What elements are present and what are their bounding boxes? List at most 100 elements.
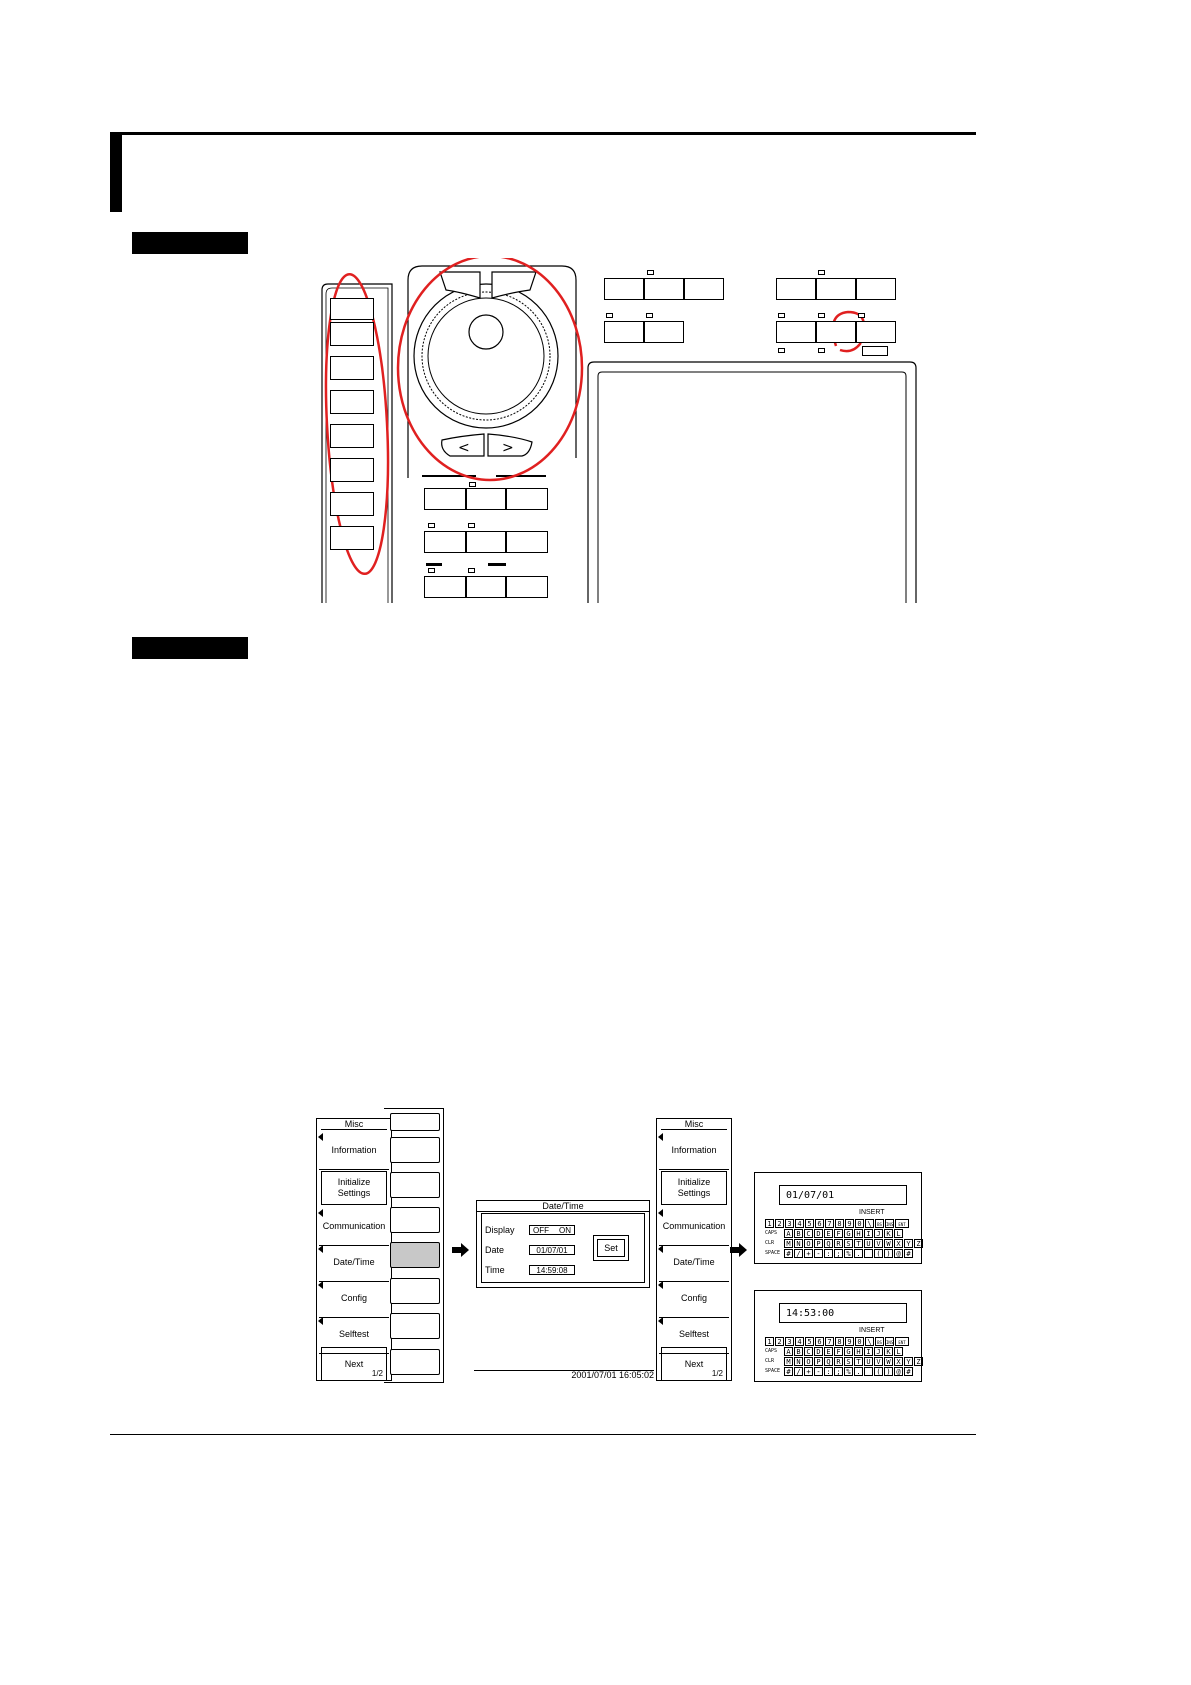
key[interactable]: # <box>784 1367 793 1376</box>
key-ent[interactable]: ENT <box>895 1219 909 1228</box>
key[interactable]: O <box>804 1357 813 1366</box>
key[interactable]: A <box>784 1347 793 1356</box>
key-bs[interactable]: BS <box>875 1337 884 1346</box>
key[interactable]: H <box>854 1229 863 1238</box>
key[interactable]: I <box>864 1347 873 1356</box>
menu-item-initialize-settings[interactable]: Initialize Settings <box>321 1171 387 1205</box>
key[interactable]: 6 <box>815 1219 824 1228</box>
keyboard-entry-field[interactable]: 14:53:00 <box>779 1303 907 1323</box>
menu-item-selftest[interactable]: Selftest <box>658 1315 729 1354</box>
small-key[interactable] <box>862 346 888 356</box>
panel-key-d1[interactable] <box>604 278 644 300</box>
key[interactable]: / <box>794 1249 803 1258</box>
date-field[interactable]: 01/07/01 <box>529 1245 575 1255</box>
function-key-2[interactable] <box>390 1172 440 1198</box>
key[interactable]: N <box>794 1239 803 1248</box>
key[interactable]: % <box>844 1249 853 1258</box>
caps-key[interactable]: CAPS <box>765 1230 778 1236</box>
function-key-5[interactable] <box>390 1278 440 1304</box>
soft-key-0[interactable] <box>330 298 374 320</box>
panel-key-a2[interactable] <box>466 488 506 510</box>
key[interactable]: Z <box>914 1357 923 1366</box>
key[interactable]: 5 <box>805 1337 814 1346</box>
key[interactable]: 8 <box>835 1337 844 1346</box>
function-key-4-pressed[interactable] <box>390 1242 440 1268</box>
clr-key[interactable]: CLR <box>765 1240 775 1246</box>
function-key-7[interactable] <box>390 1349 440 1375</box>
key[interactable]: # <box>784 1249 793 1258</box>
key[interactable]: _ <box>864 1367 873 1376</box>
key[interactable]: 4 <box>795 1219 804 1228</box>
key[interactable]: D <box>814 1229 823 1238</box>
key[interactable]: V <box>874 1239 883 1248</box>
key[interactable]: L <box>894 1347 903 1356</box>
key[interactable]: + <box>804 1367 813 1376</box>
key[interactable]: Y <box>904 1239 913 1248</box>
key[interactable]: 3 <box>785 1337 794 1346</box>
key[interactable]: # <box>904 1367 913 1376</box>
caps-key[interactable]: CAPS <box>765 1348 778 1354</box>
soft-key-5[interactable] <box>330 458 374 482</box>
key[interactable]: 9 <box>845 1219 854 1228</box>
key[interactable]: H <box>854 1347 863 1356</box>
key[interactable]: S <box>844 1357 853 1366</box>
panel-key-a3[interactable] <box>506 488 548 510</box>
key[interactable]: W <box>884 1357 893 1366</box>
key[interactable]: 5 <box>805 1219 814 1228</box>
panel-key-c3[interactable] <box>506 576 548 598</box>
key[interactable]: . <box>854 1367 863 1376</box>
soft-key-4[interactable] <box>330 424 374 448</box>
key[interactable]: T <box>854 1239 863 1248</box>
panel-key-b2[interactable] <box>466 531 506 553</box>
key[interactable]: 0 <box>855 1219 864 1228</box>
key[interactable]: 2 <box>775 1219 784 1228</box>
key[interactable]: U <box>864 1357 873 1366</box>
panel-key-f2[interactable] <box>816 278 856 300</box>
key[interactable]: 9 <box>845 1337 854 1346</box>
key[interactable]: @ <box>894 1249 903 1258</box>
space-key[interactable]: SPACE <box>765 1250 781 1256</box>
panel-key-f1[interactable] <box>776 278 816 300</box>
key[interactable]: R <box>834 1357 843 1366</box>
function-key-3[interactable] <box>390 1207 440 1233</box>
key[interactable]: ; <box>834 1249 843 1258</box>
key[interactable]: 1 <box>765 1337 774 1346</box>
key[interactable]: E <box>824 1347 833 1356</box>
key[interactable]: 0 <box>855 1337 864 1346</box>
key[interactable]: : <box>824 1367 833 1376</box>
function-key-6[interactable] <box>390 1313 440 1339</box>
panel-key-c1[interactable] <box>424 576 466 598</box>
function-key-1[interactable] <box>390 1137 440 1163</box>
key[interactable]: C <box>804 1347 813 1356</box>
key[interactable]: N <box>794 1357 803 1366</box>
key[interactable]: W <box>884 1239 893 1248</box>
key[interactable]: 6 <box>815 1337 824 1346</box>
key[interactable]: Q <box>824 1239 833 1248</box>
menu-item-date-time[interactable]: Date/Time <box>318 1243 389 1282</box>
key[interactable]: \ <box>865 1219 874 1228</box>
key-ins[interactable]: INS <box>885 1337 894 1346</box>
key[interactable]: ) <box>884 1367 893 1376</box>
soft-key-1[interactable] <box>330 322 374 346</box>
panel-key-c2[interactable] <box>466 576 506 598</box>
key[interactable]: J <box>874 1347 883 1356</box>
panel-key-d3[interactable] <box>684 278 724 300</box>
key[interactable]: S <box>844 1239 853 1248</box>
key[interactable]: G <box>844 1347 853 1356</box>
menu-item-config[interactable]: Config <box>318 1279 389 1318</box>
key[interactable]: T <box>854 1357 863 1366</box>
key[interactable]: U <box>864 1239 873 1248</box>
key[interactable]: B <box>794 1229 803 1238</box>
menu-item-date-time[interactable]: Date/Time <box>658 1243 729 1282</box>
panel-key-a1[interactable] <box>424 488 466 510</box>
key[interactable]: ) <box>884 1249 893 1258</box>
key[interactable]: K <box>884 1229 893 1238</box>
time-field[interactable]: 14:59:08 <box>529 1265 575 1275</box>
display-off-option[interactable]: OFF <box>533 1226 549 1235</box>
key[interactable]: 1 <box>765 1219 774 1228</box>
key[interactable]: @ <box>894 1367 903 1376</box>
key[interactable]: ; <box>834 1367 843 1376</box>
key[interactable]: Q <box>824 1357 833 1366</box>
key[interactable]: : <box>824 1249 833 1258</box>
key[interactable]: P <box>814 1239 823 1248</box>
